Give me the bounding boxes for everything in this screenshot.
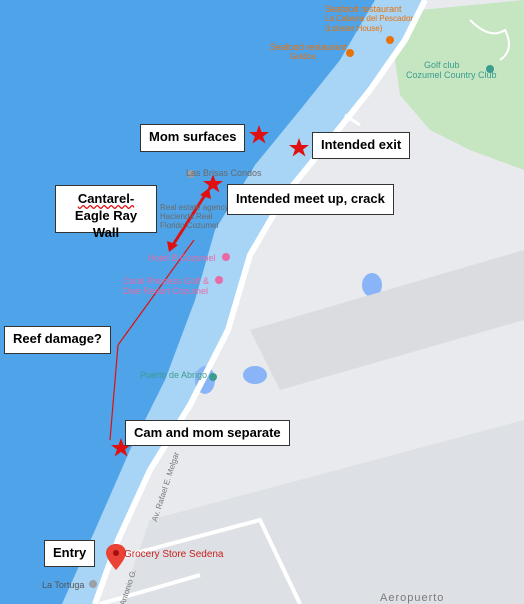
poi-grocery[interactable]: Grocery Store Sedena (124, 549, 224, 560)
poi-title: Real estate agency (160, 203, 229, 212)
poi-icon[interactable] (215, 276, 223, 284)
poi-subtitle: La Cabana del Pescador (325, 14, 414, 23)
poi-title: Seafood restaurant (325, 4, 402, 14)
pond (243, 366, 267, 384)
poi-subtitle: (Lobster House) (325, 24, 383, 33)
callout-cantarel-line2: Eagle Ray Wall (74, 208, 138, 240)
golf-path (469, 19, 510, 61)
poi-icon[interactable] (209, 373, 217, 381)
poi-icon[interactable] (346, 49, 354, 57)
side-road (109, 517, 302, 604)
callout-cantarel-line1: Cantarel- (77, 191, 135, 206)
star-marker-icon (249, 125, 269, 144)
poi-icon[interactable] (89, 580, 97, 588)
airport-runway (250, 250, 524, 390)
poi-subtitle: Hacienda Real (160, 212, 213, 221)
red-arrow (169, 191, 209, 249)
callout-cantarel: Cantarel- Eagle Ray Wall (55, 185, 157, 240)
poi-icon[interactable] (187, 170, 195, 178)
poi-title: Coral Princess Golf & (123, 276, 210, 286)
poi-seafood-2[interactable]: Seafood restaurant Guidos (270, 42, 347, 62)
arrow-head (167, 241, 178, 252)
poi-golf[interactable]: Golf club Cozumel Country Club (406, 60, 497, 80)
area-label-aeropuerto: Aeropuerto (380, 592, 445, 604)
callout-cam-and-mom: Cam and mom separate (125, 420, 290, 446)
poi-hotel[interactable]: Hotel B Cozumel (148, 253, 216, 263)
poi-icon[interactable] (386, 36, 394, 44)
callout-intended-exit: Intended exit (312, 132, 411, 159)
poi-puerto-de-abrigo[interactable]: Puerto de Abrigo (140, 370, 208, 380)
airport-area (120, 420, 524, 604)
map-pin-icon[interactable] (106, 544, 126, 570)
poi-subtitle: Cozumel Country Club (406, 70, 497, 80)
poi-las-brisas[interactable]: Las Brisas Condos (186, 168, 262, 178)
star-marker-icon (289, 138, 309, 157)
poi-title: Golf club (424, 60, 460, 70)
shallow-water (62, 0, 425, 604)
side-road (344, 113, 361, 127)
poi-subtitle: Florido Cozumel (160, 221, 219, 230)
star-marker-icon (111, 438, 131, 457)
poi-title: Seafood restaurant (270, 42, 347, 52)
side-road (99, 573, 201, 604)
poi-icon[interactable] (486, 65, 494, 73)
poi-real-estate[interactable]: Real estate agency Hacienda Real Florido… (160, 203, 229, 230)
callout-intended-meet-up: Intended meet up, crack (227, 184, 394, 215)
callout-mom-surfaces: Mom surfaces (140, 124, 246, 152)
poi-subtitle: Guidos (290, 52, 316, 61)
callout-reef-damage: Reef damage? (4, 326, 111, 354)
poi-seafood-1[interactable]: Seafood restaurant La Cabana del Pescado… (325, 4, 413, 34)
poi-icon[interactable] (222, 253, 230, 261)
reef-line (109, 344, 119, 441)
pond (362, 273, 382, 297)
coastal-road (92, 0, 428, 604)
poi-la-tortuga[interactable]: La Tortuga (42, 580, 85, 590)
callout-entry: Entry (44, 540, 96, 567)
star-marker-icon (203, 174, 223, 193)
poi-subtitle: Dive Resort Cozumel (123, 286, 209, 296)
reef-line (117, 239, 195, 346)
golf-course-area (395, 0, 524, 170)
poi-coral-princess[interactable]: Coral Princess Golf & Dive Resort Cozume… (123, 276, 209, 296)
